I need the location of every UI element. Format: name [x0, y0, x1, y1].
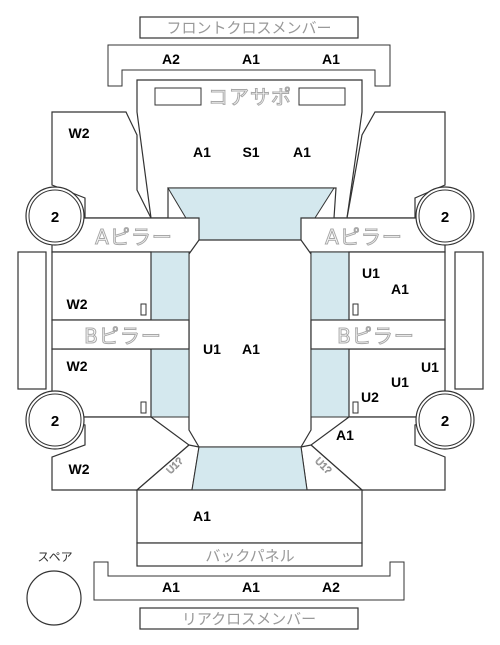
- rear-door-right-code-bottom: U2: [361, 389, 379, 405]
- rear-cross-member-box: [139, 607, 359, 630]
- wheel-rear-right-label: 2: [441, 413, 449, 430]
- front-fender-right: [346, 111, 446, 219]
- spare-tire: [26, 570, 82, 626]
- front-cross-code-1: A2: [162, 51, 180, 67]
- wheel-front-left-label: 2: [51, 209, 59, 226]
- front-cross-member-box: [139, 16, 359, 39]
- rear-bumper-bracket: [93, 561, 405, 601]
- front-cross-code-3: A1: [322, 51, 340, 67]
- front-door-left-code: W2: [67, 296, 88, 312]
- b-pillar-label-right: Bピラー: [337, 324, 415, 348]
- wheel-rear-left: 2: [25, 390, 85, 450]
- front-cross-member-label: フロントクロスメンバー: [166, 20, 331, 37]
- front-door-right-code-top: U1: [362, 265, 380, 281]
- side-sill-right: [454, 251, 484, 390]
- side-sill-left: [17, 251, 47, 390]
- b-pillar-right: [310, 319, 446, 350]
- headlight-right: [298, 87, 346, 106]
- spare-label: スペア: [37, 550, 72, 564]
- wheel-front-left: 2: [25, 186, 85, 246]
- door-handle-rear-left: [140, 401, 147, 414]
- rear-cross-member-label: リアクロスメンバー: [182, 611, 316, 628]
- rear-quarter-left: [51, 416, 190, 491]
- rear-window: [191, 446, 308, 491]
- front-bumper-bracket: [107, 44, 391, 87]
- trunk-code: A1: [193, 508, 211, 524]
- rear-door-right-code-top: U1: [421, 359, 439, 375]
- hood-area: [136, 79, 363, 219]
- front-door-left: [51, 251, 152, 321]
- fender-left-code: W2: [69, 125, 90, 141]
- a-pillar-label-right: Aピラー: [325, 225, 403, 249]
- hood-code-1: A1: [193, 144, 211, 160]
- front-cross-code-2: A1: [242, 51, 260, 67]
- b-pillar-left: [51, 319, 190, 350]
- wheel-rear-left-label: 2: [51, 413, 59, 430]
- rear-door-left-code: W2: [67, 358, 88, 374]
- door-handle-front-left: [140, 303, 147, 316]
- b-pillar-label-left: Bピラー: [84, 324, 162, 348]
- core-support-label: コアサポ: [208, 85, 292, 109]
- rear-quarter-right-code: A1: [336, 427, 354, 443]
- wheel-front-right: 2: [415, 186, 475, 246]
- rear-quarter-left-code: W2: [69, 461, 90, 477]
- wheel-front-right-label: 2: [441, 209, 449, 226]
- door-handle-front-right: [352, 303, 359, 316]
- rear-cross-code-3: A2: [322, 579, 340, 595]
- rear-cross-code-1: A1: [162, 579, 180, 595]
- trunk: [136, 489, 363, 544]
- a-pillar-label-left: Aピラー: [95, 225, 173, 249]
- door-handle-rear-right: [352, 401, 359, 414]
- headlight-left: [154, 87, 202, 106]
- back-panel-label: バックパネル: [205, 548, 294, 565]
- roof-code-2: A1: [242, 341, 260, 357]
- front-door-right: [348, 251, 446, 321]
- hood-code-2: S1: [242, 144, 259, 160]
- rear-cross-code-2: A1: [242, 579, 260, 595]
- roof-code-1: U1: [203, 341, 221, 357]
- wheel-rear-right: 2: [415, 390, 475, 450]
- hood-code-3: A1: [293, 144, 311, 160]
- back-panel: [136, 542, 363, 567]
- front-door-right-code-bottom: A1: [391, 281, 409, 297]
- rear-door-right-code-mid: U1: [391, 374, 409, 390]
